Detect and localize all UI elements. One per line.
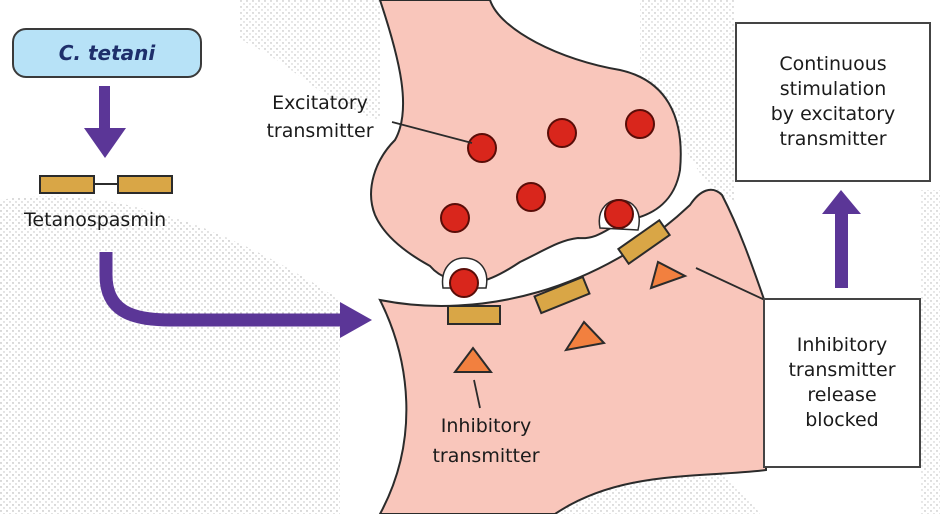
inhibitory-label-line1: Inhibitory (441, 415, 531, 437)
toxin-label: Tetanospasmin (23, 209, 166, 231)
inhibitory-label-line2: transmitter (432, 445, 539, 467)
excitatory-label-line1: Excitatory (272, 92, 368, 114)
excitatory-label-line2: transmitter (266, 120, 373, 142)
vesicle (450, 269, 478, 297)
blocked-release-box: Inhibitory transmitter release blocked (763, 298, 921, 468)
organism-box: C. tetani (12, 28, 202, 78)
vesicle (441, 204, 469, 232)
vesicle (468, 134, 496, 162)
result-box: Continuous stimulation by excitatory tra… (735, 22, 931, 182)
organism-to-toxin-arrow (84, 86, 126, 158)
vesicle (626, 110, 654, 138)
vesicle (517, 183, 545, 211)
organism-label: C. tetani (59, 41, 156, 65)
result-text: Continuous stimulation by excitatory tra… (771, 52, 896, 152)
toxin-icon (40, 176, 172, 193)
vesicle (605, 200, 633, 228)
result-arrow (822, 190, 861, 288)
blocked-release-text: Inhibitory transmitter release blocked (788, 333, 895, 433)
vesicle (548, 119, 576, 147)
toxin-fragment (448, 306, 500, 324)
